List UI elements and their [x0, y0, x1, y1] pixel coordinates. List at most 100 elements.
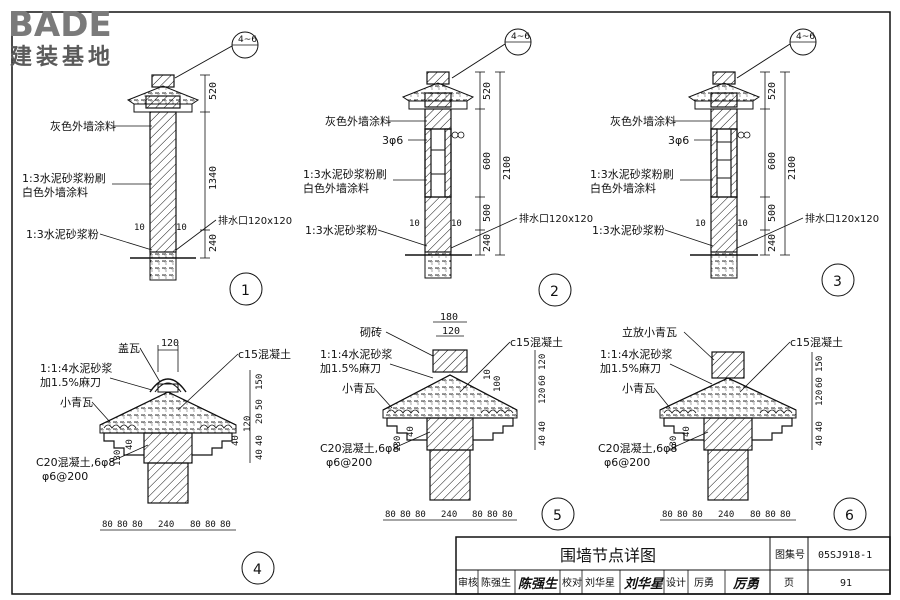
- wall-6: [707, 449, 749, 501]
- svg-text:C20混凝土,6φ8: C20混凝土,6φ8: [320, 441, 399, 455]
- detail-3: 4~6 520 600 500 240 2100 灰色外墙涂料 3φ6: [590, 28, 879, 297]
- svg-text:80: 80: [487, 510, 498, 520]
- svg-text:80: 80: [472, 510, 483, 520]
- svg-text:C20混凝土,6φ8: C20混凝土,6φ8: [598, 441, 677, 455]
- label-brick-5: 砌砖: [360, 325, 382, 339]
- svg-text:80: 80: [385, 510, 396, 520]
- page-number: 91: [840, 578, 852, 589]
- svg-text:c15混凝土: c15混凝土: [510, 335, 563, 349]
- label-upright-tile-6: 立放小青瓦: [622, 325, 677, 339]
- svg-text:80: 80: [780, 510, 791, 520]
- label-drain-1: 排水口120x120: [218, 214, 292, 227]
- svg-text:1:3水泥砂浆粉刷: 1:3水泥砂浆粉刷: [590, 167, 674, 181]
- svg-text:40: 40: [406, 426, 416, 437]
- svg-text:加1.5%麻刀: 加1.5%麻刀: [40, 375, 101, 389]
- cap-brick-1: [151, 74, 175, 88]
- svg-text:排水口120x120: 排水口120x120: [519, 212, 593, 225]
- svg-text:白色外墙涂料: 白色外墙涂料: [22, 185, 88, 199]
- svg-text:20: 20: [255, 413, 265, 424]
- svg-text:520: 520: [482, 82, 493, 100]
- wall-3: [710, 108, 738, 130]
- svg-text:10: 10: [451, 219, 462, 229]
- atlas-number: 05SJ918-1: [818, 550, 872, 561]
- svg-text:130: 130: [113, 450, 123, 466]
- svg-text:150: 150: [815, 356, 825, 372]
- svg-text:150: 150: [255, 374, 265, 390]
- svg-text:10: 10: [134, 223, 145, 233]
- svg-text:审核: 审核: [458, 576, 478, 589]
- detail-2: 4~6 520 600 500 240 2100 灰色外墙涂料 3φ6: [303, 28, 593, 307]
- svg-text:80: 80: [677, 510, 688, 520]
- svg-text:40: 40: [682, 426, 692, 437]
- brand-logo-text: BADE: [8, 5, 112, 45]
- svg-text:10: 10: [483, 369, 493, 380]
- svg-text:1:3水泥砂浆粉: 1:3水泥砂浆粉: [592, 223, 665, 237]
- svg-text:2100: 2100: [502, 156, 513, 180]
- svg-text:4~6: 4~6: [511, 32, 530, 42]
- svg-text:120: 120: [538, 354, 548, 370]
- svg-text:240: 240: [767, 234, 778, 252]
- svg-text:50: 50: [255, 399, 265, 410]
- svg-text:240: 240: [208, 234, 219, 252]
- detail-number-1: 1: [241, 283, 250, 299]
- label-c15-4: c15混凝土: [238, 347, 291, 361]
- svg-text:排水口120x120: 排水口120x120: [805, 212, 879, 225]
- svg-text:小青瓦: 小青瓦: [60, 396, 93, 409]
- svg-text:60: 60: [815, 377, 825, 388]
- svg-text:40: 40: [255, 449, 265, 460]
- svg-text:40: 40: [231, 435, 241, 446]
- detail-tag-1: 4~6: [238, 35, 257, 45]
- svg-text:1:1:4水泥砂浆: 1:1:4水泥砂浆: [320, 347, 392, 361]
- svg-text:白色外墙涂料: 白色外墙涂料: [590, 181, 656, 195]
- svg-text:1:3水泥砂浆粉: 1:3水泥砂浆粉: [26, 227, 99, 241]
- detail-number-6: 6: [845, 508, 854, 524]
- detail-4: 120 150 50 20 40 40 120 40 130 40 盖瓦 1:1…: [36, 338, 291, 585]
- checker-signature: 刘华星: [624, 576, 664, 592]
- svg-text:10: 10: [409, 219, 420, 229]
- svg-text:80: 80: [692, 510, 703, 520]
- svg-text:60: 60: [538, 375, 548, 386]
- svg-text:灰色外墙涂料: 灰色外墙涂料: [610, 114, 676, 128]
- svg-text:40: 40: [125, 439, 135, 450]
- svg-text:240: 240: [482, 234, 493, 252]
- svg-text:4~6: 4~6: [796, 32, 815, 42]
- svg-text:520: 520: [208, 82, 219, 100]
- svg-text:40: 40: [538, 435, 548, 446]
- svg-text:10: 10: [176, 223, 187, 233]
- drawing-title: 围墙节点详图: [560, 546, 656, 565]
- svg-text:80: 80: [502, 510, 513, 520]
- reviewer-name: 陈强生: [481, 576, 511, 589]
- svg-text:页: 页: [784, 577, 794, 589]
- reviewer-signature: 陈强生: [518, 576, 559, 592]
- wall-2: [424, 108, 452, 130]
- svg-text:40: 40: [815, 421, 825, 432]
- title-block: 围墙节点详图 图集号 05SJ918-1 审核 陈强生 陈强生 校对 刘华星 刘…: [455, 536, 891, 595]
- svg-text:C20混凝土,6φ8: C20混凝土,6φ8: [36, 455, 115, 469]
- detail-number-5: 5: [553, 508, 562, 524]
- svg-text:φ6@200: φ6@200: [42, 470, 88, 483]
- detail-number-2: 2: [550, 284, 559, 300]
- svg-text:80: 80: [117, 520, 128, 530]
- svg-text:φ6@200: φ6@200: [326, 456, 372, 469]
- upright-tile-6: [711, 351, 745, 379]
- svg-text:10: 10: [737, 219, 748, 229]
- svg-text:500: 500: [767, 204, 778, 222]
- brick-5: [432, 349, 468, 373]
- svg-text:灰色外墙涂料: 灰色外墙涂料: [325, 114, 391, 128]
- label-gray-paint-1: 灰色外墙涂料: [50, 119, 116, 133]
- svg-text:240: 240: [441, 510, 457, 520]
- svg-text:120: 120: [538, 388, 548, 404]
- svg-text:120: 120: [161, 338, 179, 349]
- designer-name: 厉勇: [694, 577, 714, 589]
- svg-text:80: 80: [132, 520, 143, 530]
- wall-1: [149, 111, 177, 253]
- detail-number-3: 3: [833, 274, 842, 290]
- atlas-label: 图集号: [775, 548, 805, 561]
- svg-text:1:3水泥砂浆粉: 1:3水泥砂浆粉: [305, 223, 378, 237]
- svg-text:600: 600: [767, 152, 778, 170]
- svg-text:小青瓦: 小青瓦: [622, 382, 655, 395]
- detail-5: 180 120 120 60 120 40 40 100 10 130 40 砌…: [320, 312, 575, 531]
- svg-text:加1.5%麻刀: 加1.5%麻刀: [320, 361, 381, 375]
